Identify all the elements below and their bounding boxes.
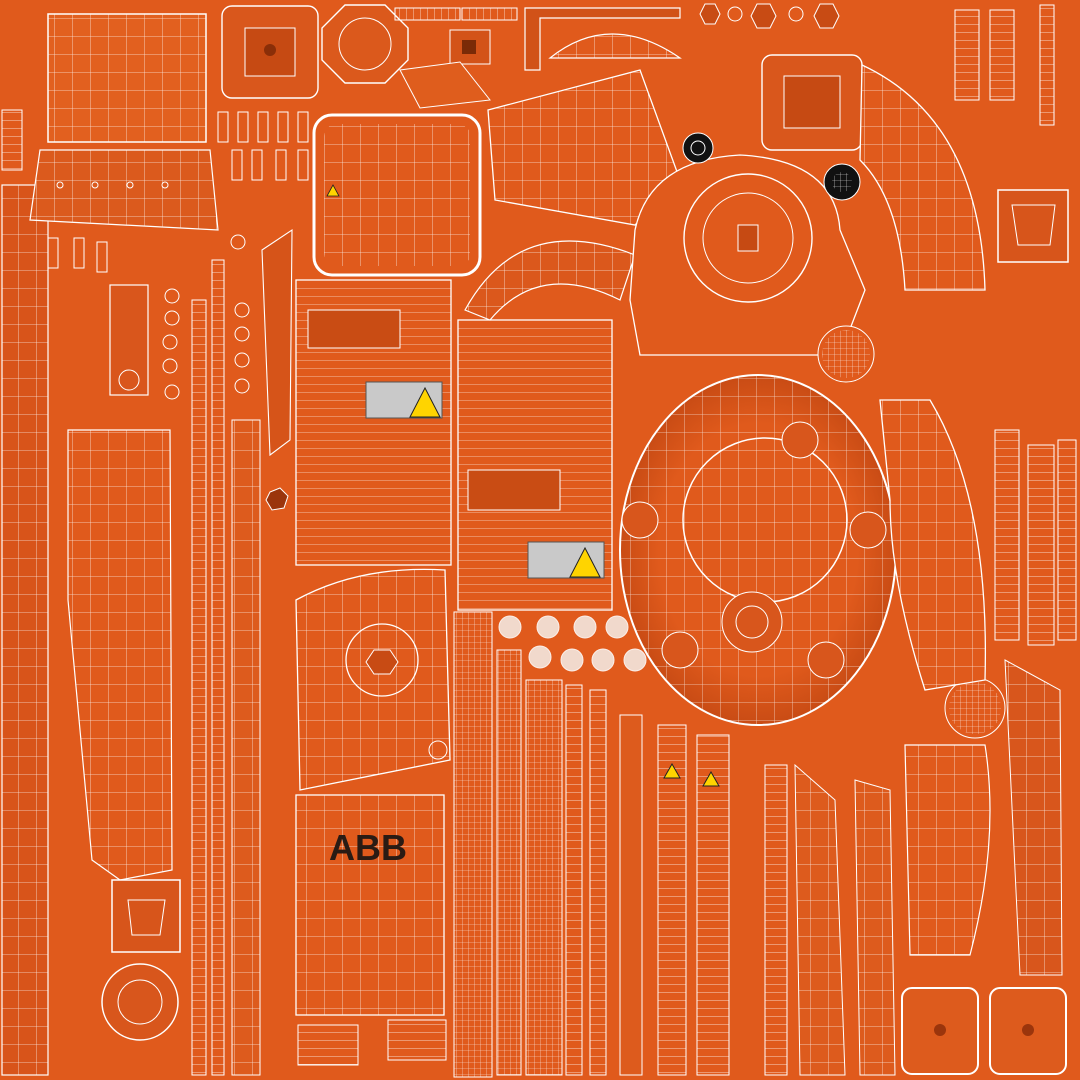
fan-shroud-lower — [295, 568, 451, 791]
top-small-fittings — [394, 7, 518, 109]
top-hex-nuts-row — [699, 3, 840, 29]
fan-housing-top — [629, 154, 866, 356]
right-lower-shell — [904, 744, 991, 956]
top-left-tray — [29, 149, 219, 231]
right-square-bracket — [997, 189, 1069, 263]
bottom-right-sockets — [901, 987, 1067, 1075]
top-left-box-panel — [47, 13, 207, 143]
warning-triangle-icon — [326, 184, 340, 197]
right-bottom-long-part — [1004, 659, 1063, 976]
bottom-left-round-boss — [101, 963, 179, 1041]
top-arc-segment — [548, 33, 682, 59]
hex-nut-icon — [365, 649, 399, 675]
abb-logo-panel — [295, 794, 445, 1016]
bottom-left-square-boss — [111, 879, 181, 953]
left-long-strip — [1, 184, 49, 1076]
left-small-vents — [1, 109, 108, 273]
front-panel-left — [295, 279, 452, 566]
warning-triangle-icon — [569, 546, 601, 578]
top-octagon-cap — [321, 4, 409, 84]
top-angle-bracket — [524, 7, 681, 71]
left-screw-column — [162, 288, 180, 400]
center-vertical-ribs — [453, 611, 730, 1078]
cover-plate-top — [312, 113, 482, 277]
warning-triangle-icon — [663, 762, 681, 779]
right-vertical-strips — [994, 429, 1077, 646]
front-panel-right — [457, 319, 613, 611]
vertical-blade — [261, 228, 293, 457]
warning-triangle-icon — [702, 770, 720, 787]
lower-right-long-parts — [764, 763, 896, 1076]
left-vertical-rails — [191, 259, 261, 1076]
right-shell-panel — [879, 399, 987, 691]
black-grommets — [682, 132, 861, 201]
left-curved-panel — [67, 429, 173, 881]
round-screw-grid — [498, 615, 647, 672]
grille-dome-right — [817, 325, 1006, 739]
abb-logo: ABB — [329, 827, 407, 868]
connector-pins — [217, 111, 309, 511]
top-right-slot-bars — [954, 4, 1055, 126]
top-right-square-socket — [761, 54, 863, 151]
upper-curved-shell — [487, 69, 681, 226]
bolt-head-icon — [428, 740, 448, 760]
large-oval-shell — [619, 374, 897, 726]
top-square-socket — [221, 5, 319, 99]
left-bracket-block — [109, 284, 149, 396]
right-curved-fin — [859, 63, 986, 291]
electrical-hazard-icon — [409, 386, 441, 418]
bottom-small-rows — [297, 1019, 447, 1066]
arched-segment — [464, 240, 636, 321]
